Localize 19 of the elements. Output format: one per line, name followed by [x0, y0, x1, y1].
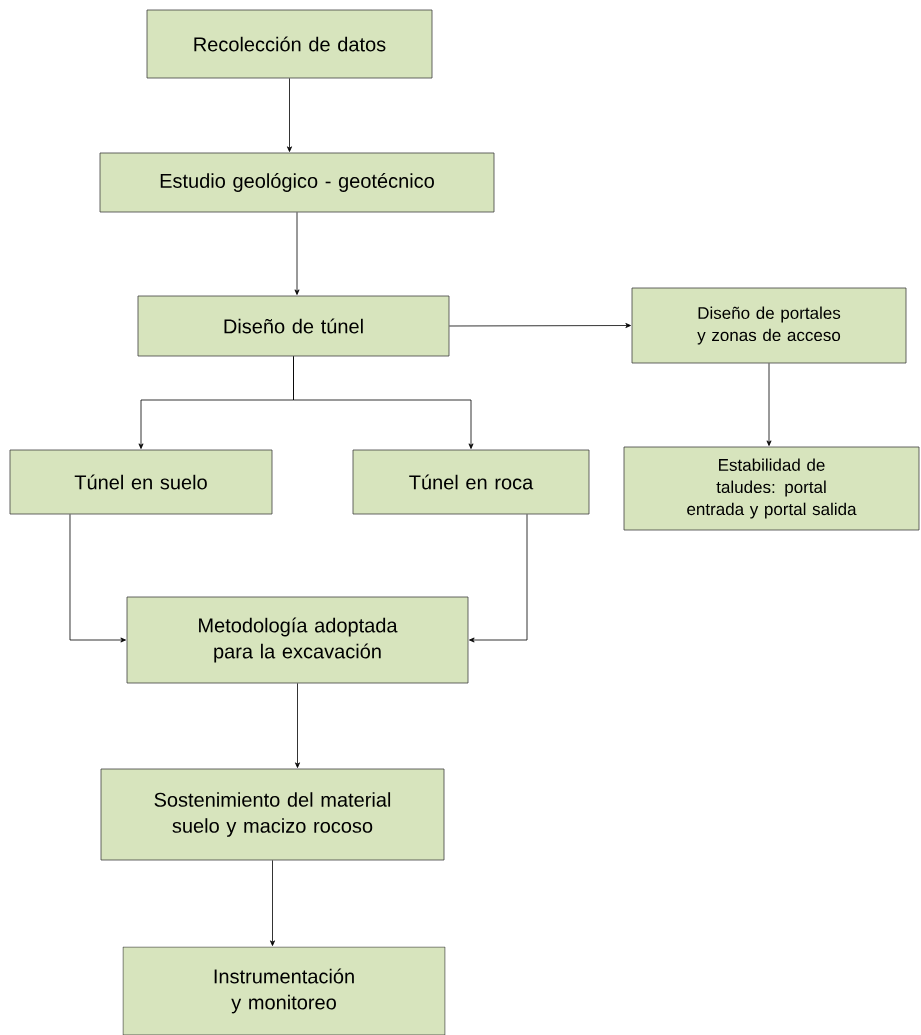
- arrow: [270, 860, 275, 946]
- process-box: Estudio geológico - geotécnico: [99, 152, 495, 213]
- process-box: Diseño de túnel: [137, 295, 450, 357]
- arrow: [469, 514, 528, 643]
- arrow: [293, 356, 474, 449]
- arrow: [69, 514, 126, 643]
- process-box: Instrumentación y monitoreo: [122, 946, 446, 1035]
- process-box: Estabilidad de taludes: portal entrada y portal salida: [623, 446, 920, 531]
- process-box: Diseño de portales y zonas de acceso: [631, 287, 907, 364]
- arrow: [295, 683, 300, 768]
- arrow: [449, 323, 631, 328]
- arrow: [766, 363, 772, 446]
- arrow: [294, 212, 300, 295]
- process-box: Túnel en roca: [352, 449, 590, 515]
- process-box: Metodología adoptada para la excavación: [126, 596, 469, 684]
- arrow: [287, 78, 292, 152]
- process-box: Sostenimiento del material suelo y macizo rocoso: [100, 768, 445, 861]
- process-box: Túnel en suelo: [9, 449, 273, 515]
- process-box: Recolección de datos: [146, 9, 433, 79]
